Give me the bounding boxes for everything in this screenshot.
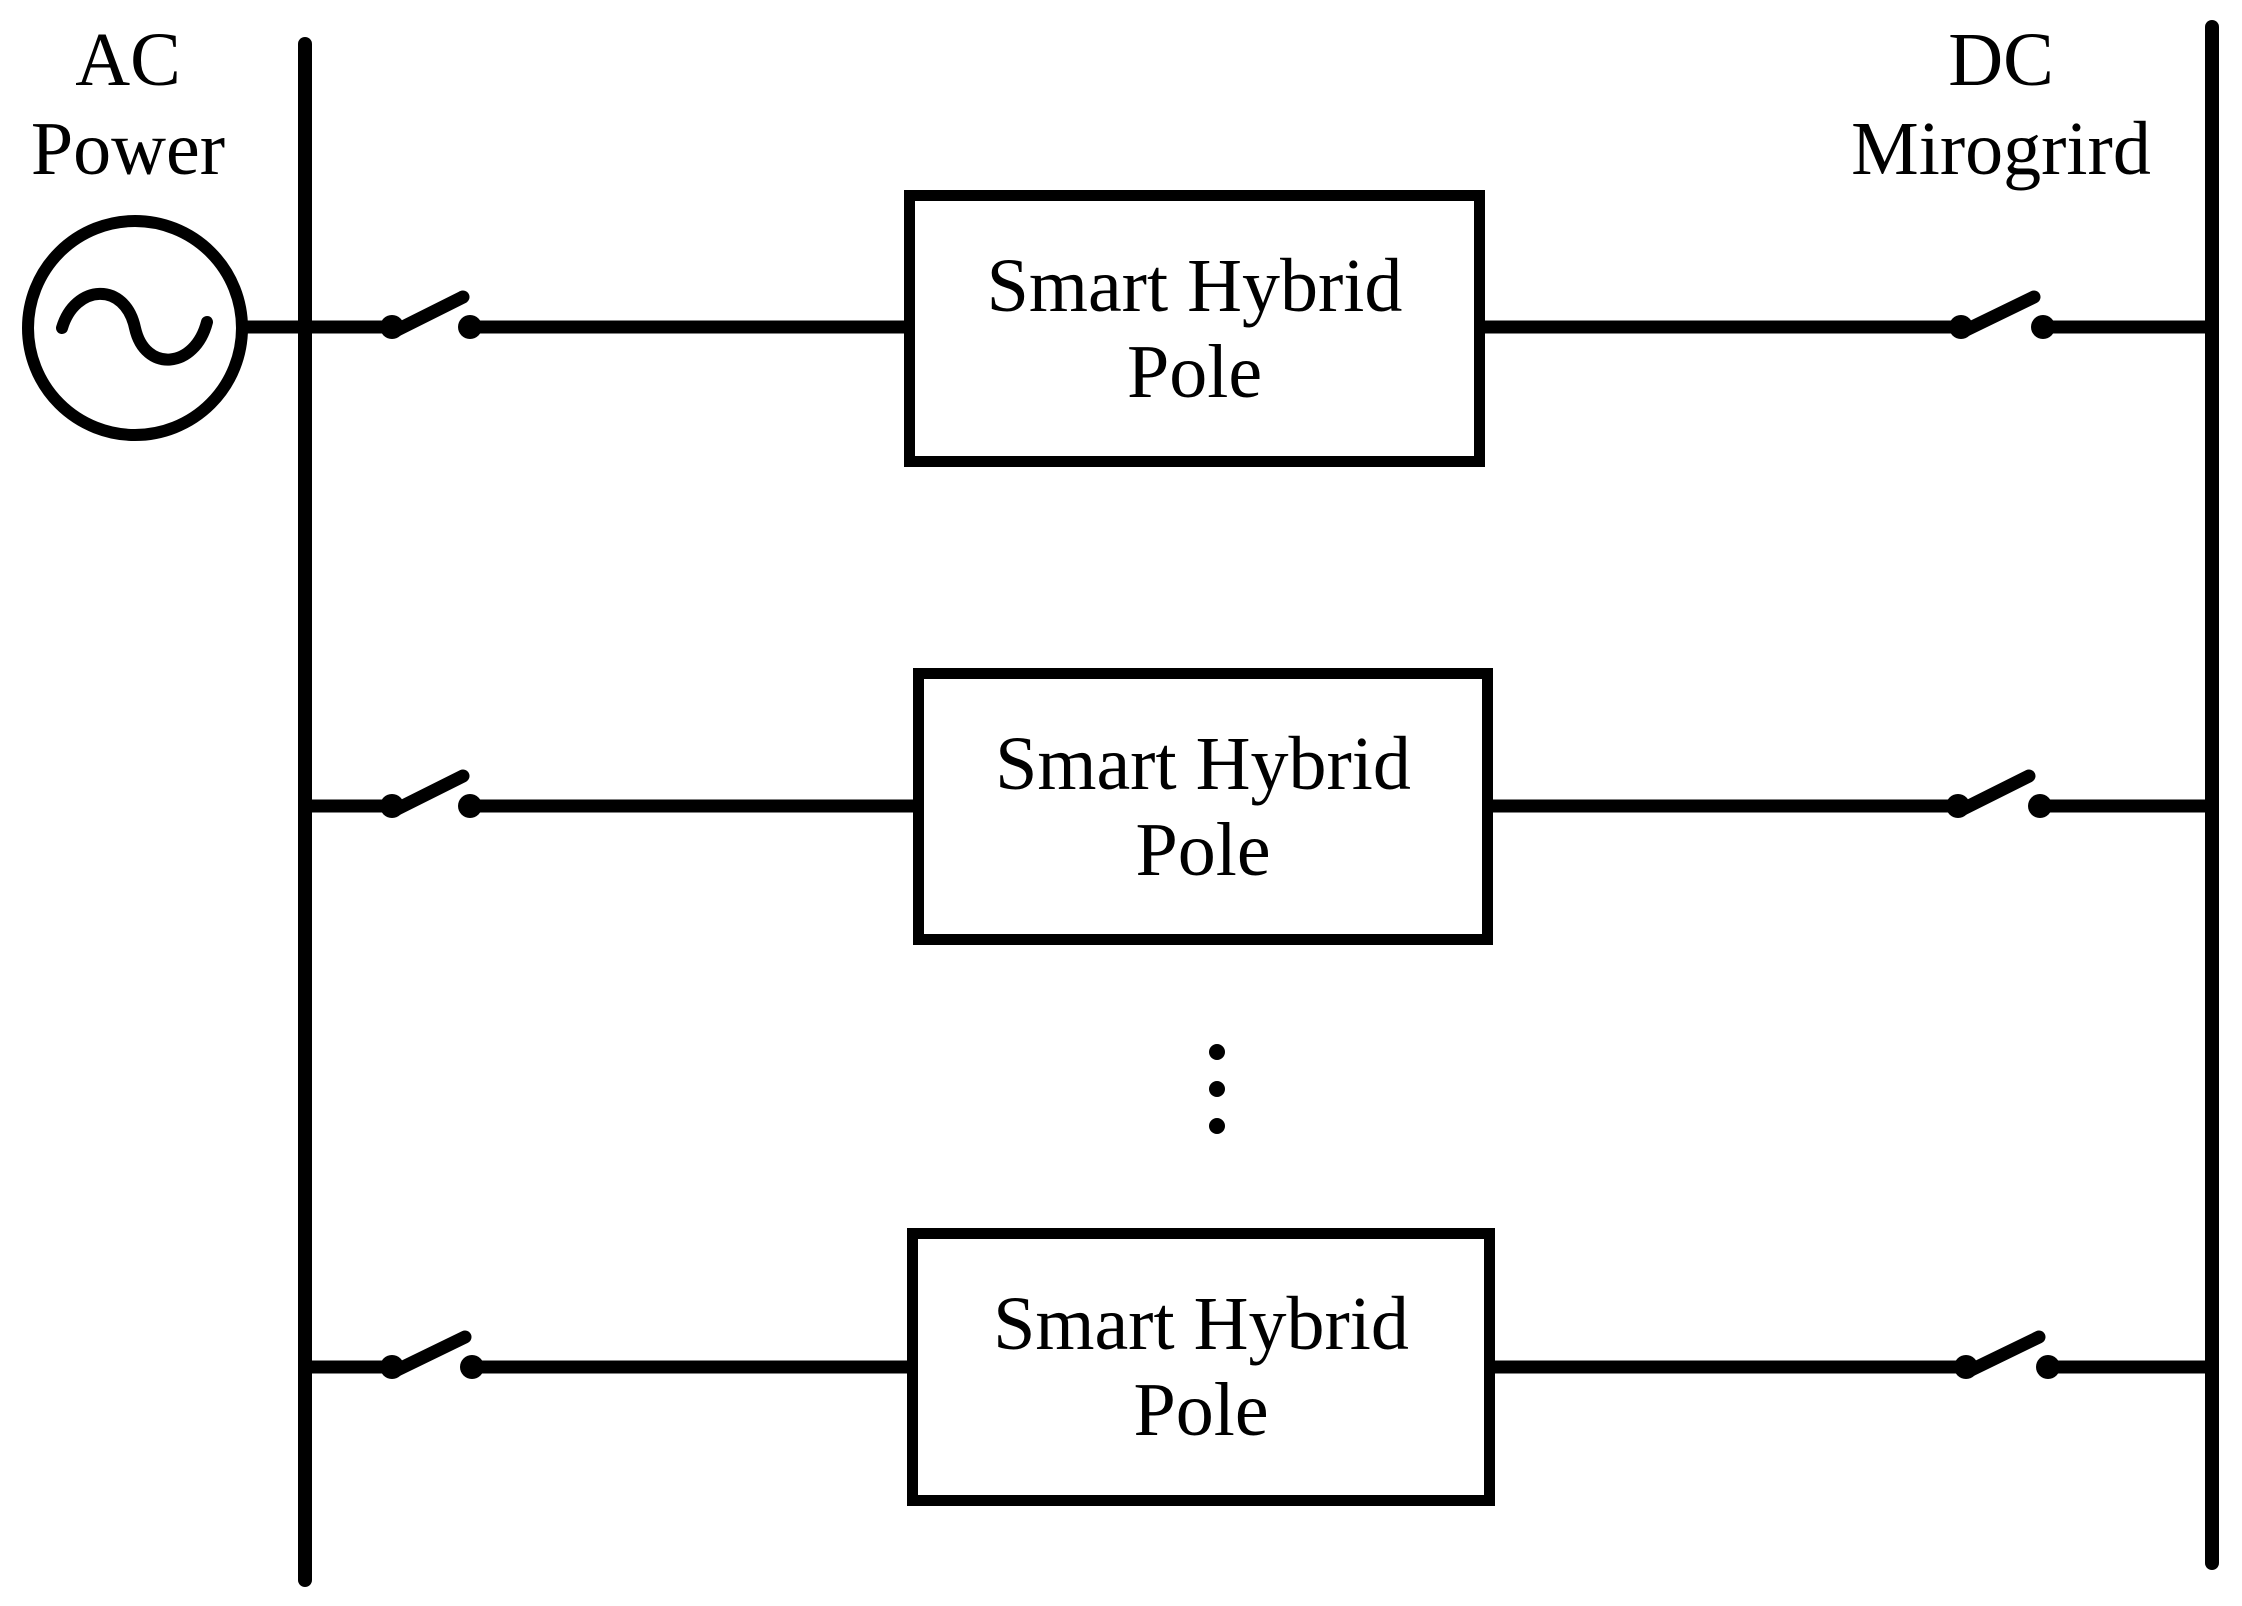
ellipsis-dot xyxy=(1209,1118,1225,1134)
switch-blade xyxy=(388,1330,472,1378)
switch-contact-dot xyxy=(460,1355,484,1379)
ellipsis-dot xyxy=(1209,1044,1225,1060)
dc-microgrid-label-line1: DC xyxy=(1948,18,2054,102)
pole-label-line: Pole xyxy=(1135,807,1271,892)
switch-contact-dot xyxy=(2028,794,2052,818)
smart-hybrid-pole-box-1: Smart Hybrid Pole xyxy=(904,190,1485,467)
switch-contact-dot xyxy=(2031,315,2055,339)
smart-hybrid-pole-box-3: Smart Hybrid Pole xyxy=(907,1228,1495,1506)
dc-microgrid-label-line2: Mirogrird xyxy=(1851,107,2151,191)
sine-wave-icon xyxy=(56,287,213,366)
switch-blade xyxy=(388,769,470,817)
pole-label-line: Pole xyxy=(1133,1368,1269,1452)
ac-power-label-line2: Power xyxy=(30,107,226,191)
switch-blade xyxy=(1962,1330,2046,1378)
stroke-group xyxy=(22,20,2219,1587)
switch-blade xyxy=(1957,290,2041,338)
pole-label-line: Smart Hybrid xyxy=(993,1282,1409,1366)
switch-contact-dot xyxy=(1946,794,1970,818)
switch-contacts-row-1 xyxy=(380,315,2055,339)
smart-hybrid-pole-box-2: Smart Hybrid Pole xyxy=(913,668,1493,945)
switch-contact-dot xyxy=(380,1355,404,1379)
switch-blade xyxy=(1954,769,2036,817)
ac-source-icon xyxy=(22,215,248,441)
pole-label-line: Pole xyxy=(1126,329,1263,414)
switch-contact-dot xyxy=(1949,315,1973,339)
switch-contact-dot xyxy=(458,794,482,818)
switch-blade xyxy=(388,290,470,338)
switch-contact-dot xyxy=(380,794,404,818)
feeder-row-2 xyxy=(298,769,2219,817)
feeder-row-3 xyxy=(298,1330,2219,1378)
switch-contacts-row-3 xyxy=(380,1355,2060,1379)
fill-group xyxy=(380,315,2060,1379)
ellipsis-dot xyxy=(1209,1081,1225,1097)
pole-label-line: Smart Hybrid xyxy=(986,243,1403,328)
switch-contact-dot xyxy=(1954,1355,1978,1379)
ac-power-label-line1: AC xyxy=(75,18,181,102)
switch-contact-dot xyxy=(2036,1355,2060,1379)
ac-power-label: AC Power xyxy=(11,16,245,194)
dc-microgrid-label: DC Mirogrird xyxy=(1831,16,2171,194)
vertical-ellipsis-icon xyxy=(1209,1044,1225,1134)
switch-contacts-row-2 xyxy=(380,794,2052,818)
switch-contact-dot xyxy=(380,315,404,339)
pole-label-line: Smart Hybrid xyxy=(995,721,1411,806)
feeder-row-1 xyxy=(239,290,2219,338)
switch-contact-dot xyxy=(458,315,482,339)
